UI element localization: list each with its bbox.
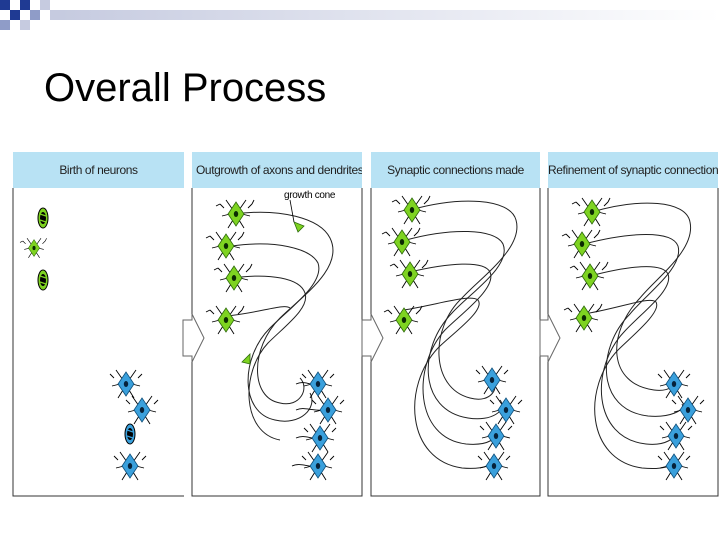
decor-square bbox=[0, 0, 10, 10]
transition-arrows bbox=[182, 313, 561, 363]
newborn-neuron-green bbox=[37, 269, 49, 291]
decor-square bbox=[50, 10, 60, 20]
blue-neuron bbox=[671, 395, 705, 425]
newborn-neuron-blue bbox=[125, 395, 159, 425]
blue-neuron bbox=[489, 395, 523, 425]
blue-neuron bbox=[303, 423, 337, 453]
blue-neuron bbox=[657, 451, 691, 481]
newborn-neuron-blue bbox=[124, 423, 136, 445]
panel-2-header: Outgrowth of axons and dendrites bbox=[192, 152, 362, 188]
blue-neuron bbox=[479, 421, 513, 451]
blue-neuron bbox=[301, 369, 335, 399]
axon bbox=[591, 202, 692, 391]
panel-3-content bbox=[381, 195, 523, 481]
panel-1-header: Birth of neurons bbox=[13, 152, 184, 188]
axon bbox=[231, 275, 307, 441]
blue-neuron bbox=[659, 421, 693, 451]
newborn-neuron-blue bbox=[109, 369, 143, 399]
green-neuron bbox=[213, 263, 253, 293]
panel-3-header: Synaptic connections made bbox=[371, 152, 540, 188]
decor-square bbox=[0, 20, 10, 30]
axon-paths bbox=[583, 202, 692, 469]
axon bbox=[409, 263, 496, 445]
arrow-3-4 bbox=[539, 313, 561, 363]
green-neuron bbox=[383, 305, 423, 335]
green-neuron bbox=[569, 261, 609, 291]
arrow-2-3 bbox=[361, 313, 384, 363]
neural-development-figure: Birth of neurons Outgrowth of axons and … bbox=[0, 148, 720, 500]
green-neuron bbox=[215, 199, 255, 229]
green-neuron bbox=[389, 259, 429, 289]
figure-canvas: growth cone bbox=[12, 188, 719, 497]
growth-cone-annotation: growth cone bbox=[284, 190, 336, 201]
axon bbox=[405, 230, 505, 420]
decor-fade-bar bbox=[60, 10, 720, 20]
green-neuron bbox=[391, 195, 431, 225]
newborn-neuron-blue bbox=[113, 451, 147, 481]
newborn-neuron-green bbox=[19, 237, 47, 259]
panel-1-border bbox=[12, 188, 184, 497]
decor-square bbox=[40, 0, 50, 10]
blue-neuron bbox=[475, 365, 509, 395]
decor-square bbox=[20, 0, 30, 10]
growth-cone bbox=[293, 221, 305, 233]
slide-title: Overall Process bbox=[44, 66, 327, 110]
axon bbox=[583, 234, 684, 417]
arrow-1-2 bbox=[182, 313, 205, 363]
green-neuron bbox=[561, 229, 601, 259]
axon-paths bbox=[403, 200, 518, 469]
blue-neuron bbox=[477, 451, 511, 481]
green-neuron bbox=[563, 303, 603, 333]
green-neuron bbox=[205, 305, 245, 335]
panel-4-border bbox=[547, 188, 719, 497]
newborn-neuron-green bbox=[37, 207, 49, 229]
panel-1-cells bbox=[19, 207, 159, 481]
green-neuron bbox=[381, 227, 421, 257]
decor-square bbox=[30, 10, 40, 20]
growth-cone bbox=[241, 353, 251, 365]
decor-square bbox=[20, 20, 30, 30]
axon bbox=[589, 266, 675, 445]
panel-4-content bbox=[561, 197, 705, 481]
green-neuron bbox=[205, 231, 245, 261]
panel-4-header: Refinement of synaptic connections bbox=[548, 152, 718, 188]
blue-neuron bbox=[657, 369, 691, 399]
axon bbox=[225, 306, 291, 317]
annotation-leader-line bbox=[289, 199, 295, 223]
axon bbox=[403, 297, 496, 469]
panel-2-content: growth cone bbox=[205, 190, 345, 481]
axon bbox=[583, 299, 675, 469]
axon-paths bbox=[225, 211, 334, 441]
green-neuron bbox=[571, 197, 611, 227]
axon bbox=[409, 200, 518, 400]
target-dendrites bbox=[291, 382, 329, 467]
slide-decoration bbox=[0, 0, 720, 30]
decor-square bbox=[10, 10, 20, 20]
axon bbox=[231, 243, 320, 422]
